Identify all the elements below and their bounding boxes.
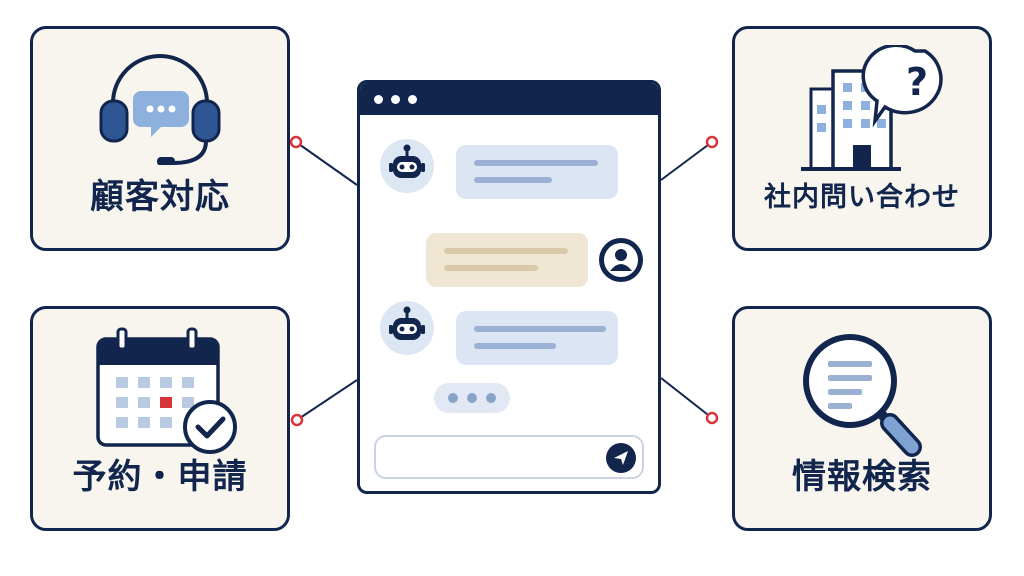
headset-chat-icon: [99, 54, 221, 165]
send-icon: [614, 451, 628, 465]
typing-dots-icon: [434, 383, 510, 413]
message-input[interactable]: [374, 435, 644, 479]
window-dot: [374, 95, 383, 104]
card-label-customer-support: 顧客対応: [90, 177, 230, 217]
robot-icon: [389, 306, 425, 340]
card-label-info-search: 情報検索: [792, 457, 932, 497]
user-icon: [599, 238, 643, 282]
bot-avatar: [380, 301, 434, 355]
building-question-icon: ?: [801, 45, 943, 171]
bot-avatar: [380, 139, 434, 193]
card-booking: 予約・申請: [30, 306, 290, 531]
window-dot: [391, 95, 400, 104]
card-customer-support: 顧客対応: [30, 26, 290, 251]
card-info-search: 情報検索: [732, 306, 992, 531]
send-button[interactable]: [606, 443, 636, 473]
bot-message: [456, 145, 618, 199]
robot-icon: [389, 144, 425, 178]
svg-text:?: ?: [906, 60, 928, 104]
user-avatar: [598, 237, 644, 283]
connector-node: [290, 413, 304, 427]
bot-message: [456, 311, 618, 365]
chat-window: [357, 80, 661, 494]
card-label-booking: 予約・申請: [72, 457, 248, 497]
connector-node: [705, 135, 719, 149]
card-internal-inquiry: ? 社内問い合わせ: [732, 26, 992, 251]
user-message: [426, 233, 588, 287]
window-dot: [408, 95, 417, 104]
window-titlebar: [360, 83, 658, 115]
connector-node: [289, 135, 303, 149]
card-label-internal-inquiry: 社内問い合わせ: [764, 182, 960, 213]
connector-node: [705, 411, 719, 425]
magnifier-document-icon: [803, 334, 922, 457]
calendar-check-icon: [96, 327, 237, 454]
